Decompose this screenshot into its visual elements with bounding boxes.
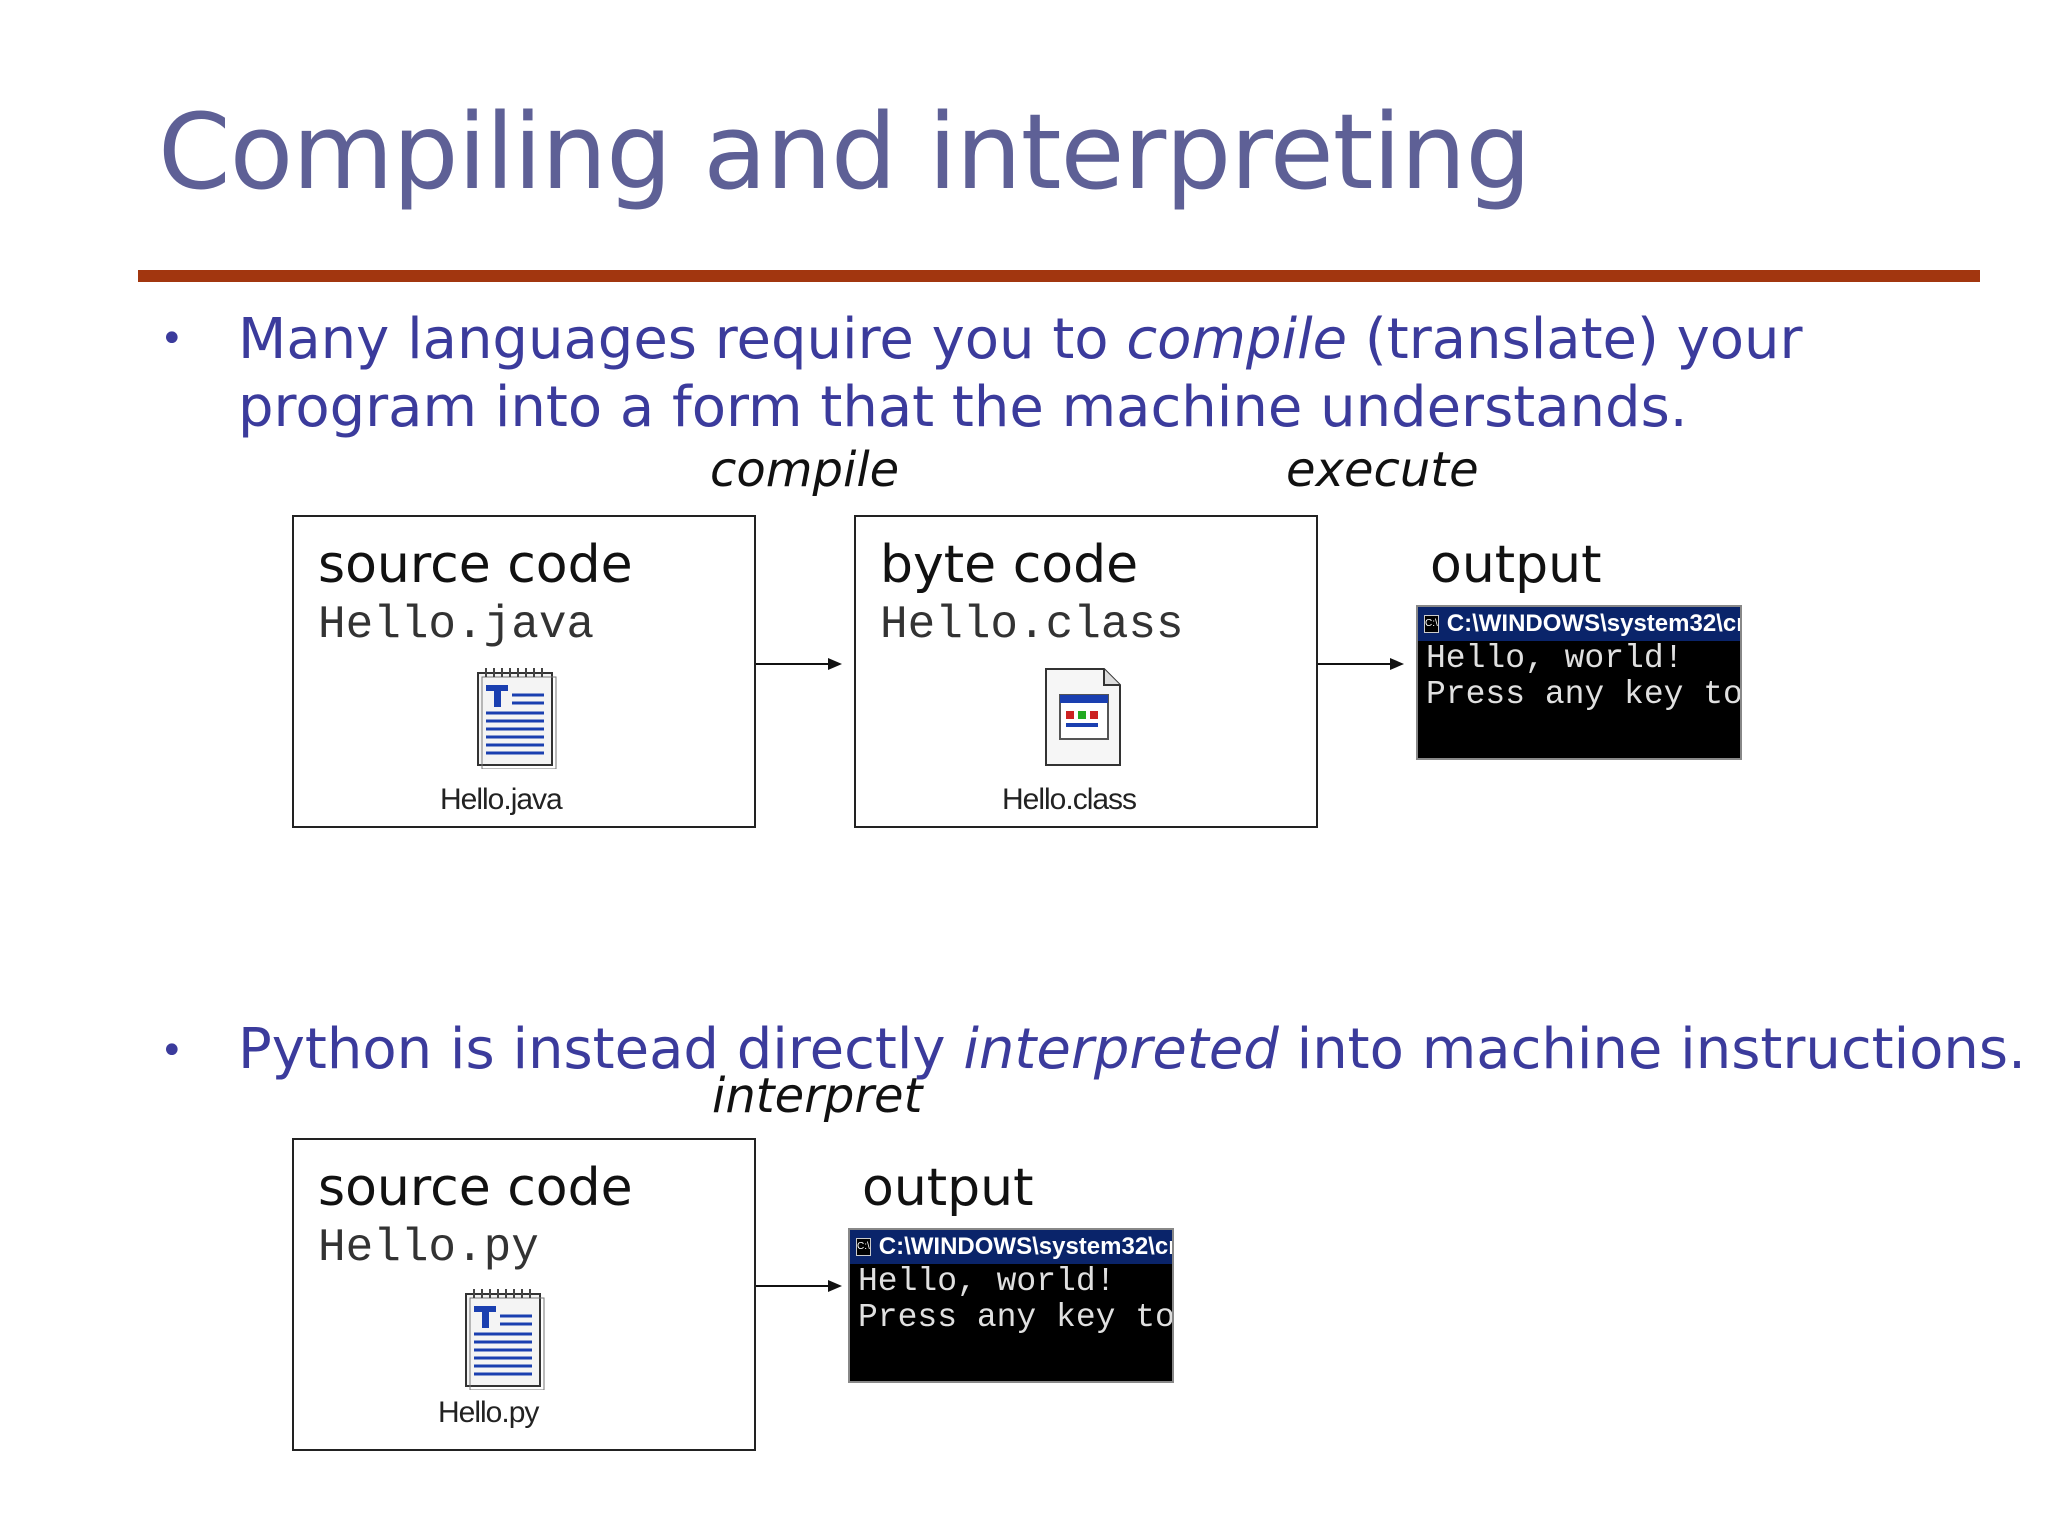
output-label-1: output [1430,535,1602,595]
bullet-2-text: Python is instead directly interpreted i… [238,1016,2026,1084]
bullet-marker: • [160,316,184,362]
bullet-1-post: (translate) your [1347,307,1803,372]
byte-code-icon-caption: Hello.class [1002,783,1137,816]
source-icon-caption: Hello.java [440,783,563,816]
console-line: Hello, world! [858,1263,1116,1300]
source-file-name: Hello.java [318,599,595,651]
python-icon-caption: Hello.py [438,1396,539,1429]
bullet-2-post: into machine instructions. [1278,1017,2026,1082]
bullet-2-pre: Python is instead directly [238,1017,964,1082]
bullet-1-line2: program into a form that the machine und… [238,375,1688,440]
console-line: Press any key to [858,1299,1174,1336]
python-source-title: source code [318,1158,633,1218]
source-code-box: source code Hello.java Hello.java [292,515,756,828]
bullet-2-emphasis: interpreted [963,1017,1279,1082]
text-document-icon [477,668,557,769]
title-divider [138,270,1980,282]
byte-code-title: byte code [880,535,1139,595]
execute-arrow [1318,658,1404,670]
bullet-1-pre: Many languages require you to [238,307,1127,372]
text-document-icon [465,1289,545,1390]
interpret-arrow [756,1280,842,1292]
byte-code-file-name: Hello.class [880,599,1184,651]
python-file-name: Hello.py [318,1222,539,1274]
console-window-2: C:\ C:\WINDOWS\system32\cr Hello, world!… [848,1228,1174,1383]
execute-label: execute [1286,442,1479,498]
interpret-label: interpret [712,1068,923,1124]
console-title-1: C:\WINDOWS\system32\cr [1446,610,1740,637]
source-code-title: source code [318,535,633,595]
console-title-2: C:\WINDOWS\system32\cr [878,1233,1172,1260]
console-title-bar-1: C:\ C:\WINDOWS\system32\cr [1418,607,1740,641]
bullet-1-text: Many languages require you to compile (t… [238,306,1803,442]
compile-label: compile [710,442,900,498]
byte-code-box: byte code Hello.class Hello.class [854,515,1318,828]
slide-title: Compiling and interpreting [158,91,1531,213]
console-window-1: C:\ C:\WINDOWS\system32\cr Hello, world!… [1416,605,1742,760]
bullet-1-emphasis: compile [1126,307,1348,372]
python-source-box: source code Hello.py Hello.py [292,1138,756,1451]
console-line: Hello, world! [1426,640,1684,677]
console-icon: C:\ [856,1238,871,1256]
bullet-marker: • [160,1028,184,1074]
output-label-2: output [862,1158,1034,1218]
class-file-icon [1045,668,1121,766]
console-icon: C:\ [1424,615,1439,633]
console-line: Press any key to [1426,676,1742,713]
compile-arrow [756,658,842,670]
console-title-bar-2: C:\ C:\WINDOWS\system32\cr [850,1230,1172,1264]
